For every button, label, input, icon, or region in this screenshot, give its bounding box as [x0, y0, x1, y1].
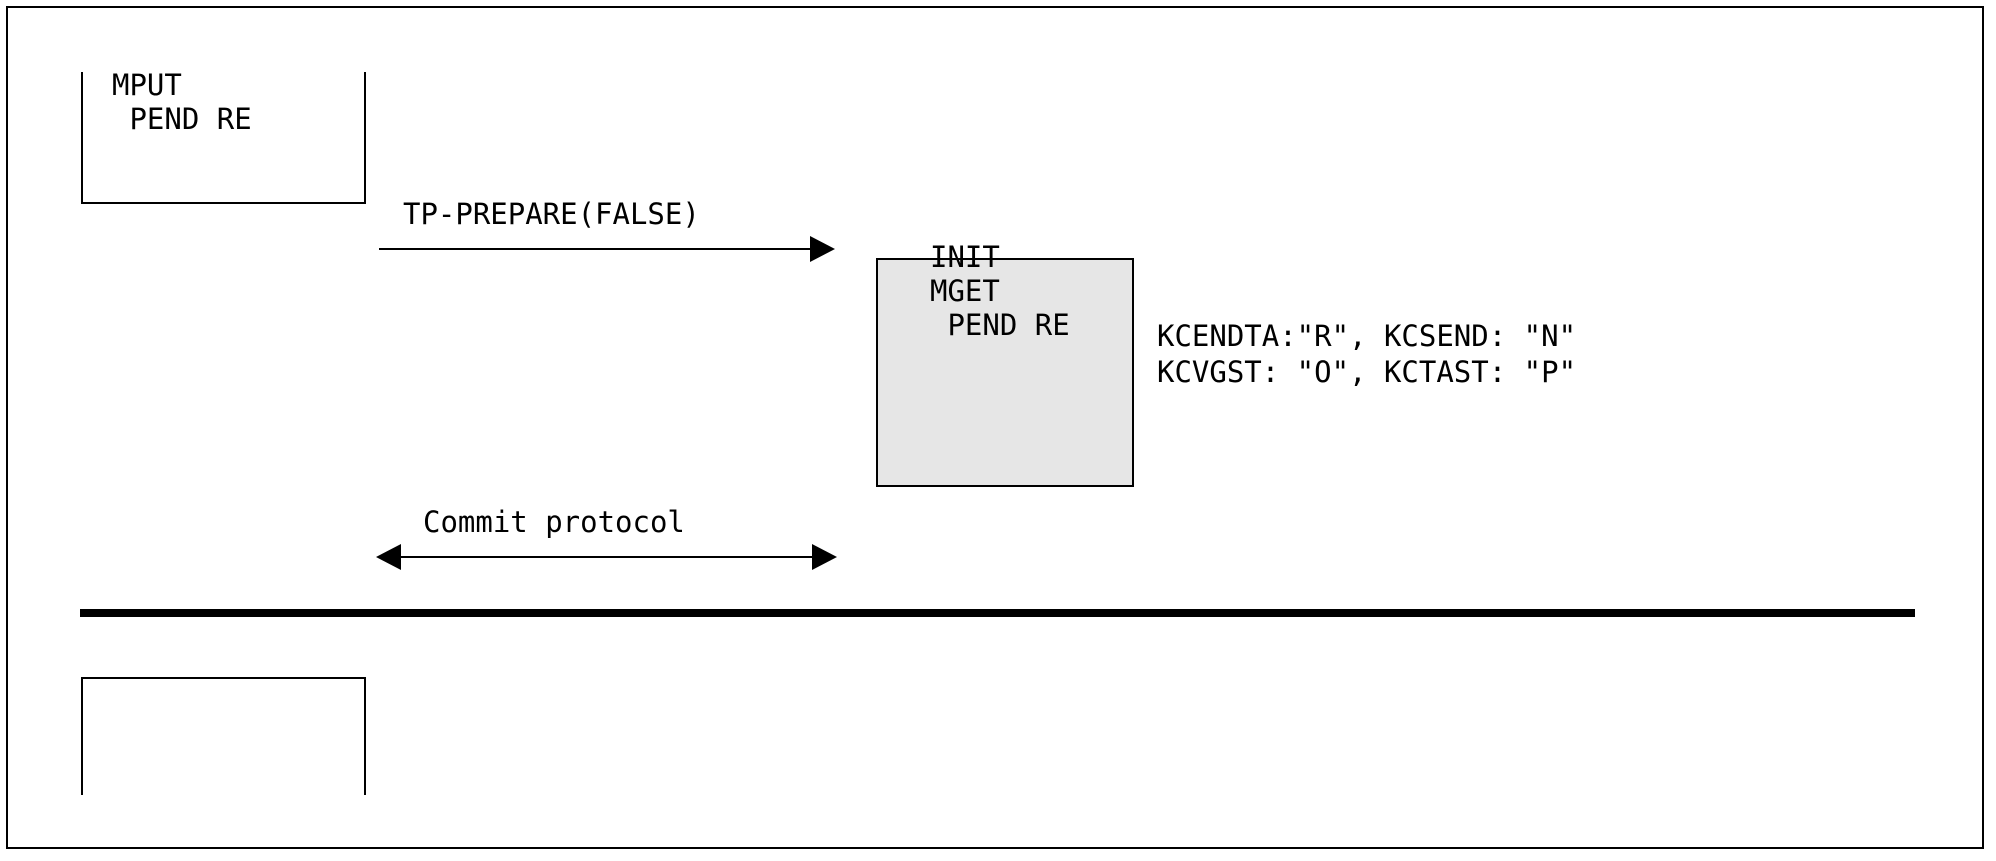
top-actor-box-label: MPUT PEND RE: [112, 68, 252, 136]
separator-rule: [80, 609, 1915, 617]
arrowhead-right-icon: [810, 236, 835, 262]
commit-protocol-arrow-label: Commit protocol: [423, 505, 685, 539]
diagram-frame: [6, 6, 1984, 849]
status-text-line-1: KCENDTA:"R", KCSEND: "N": [1157, 319, 1577, 353]
state-box: [876, 258, 1134, 487]
status-text-line-2: KCVGST: "O", KCTAST: "P": [1157, 355, 1577, 389]
state-box-label: INIT MGET PEND RE: [930, 240, 1070, 342]
arrowhead-right-icon: [812, 544, 837, 570]
bottom-actor-box: [81, 677, 366, 795]
commit-protocol-arrow-line: [398, 556, 818, 558]
top-actor-box: [81, 72, 366, 204]
tp-prepare-arrow-line: [379, 248, 814, 250]
tp-prepare-arrow-label: TP-PREPARE(FALSE): [403, 197, 700, 231]
status-text-block: KCENDTA:"R", KCSEND: "N"KCVGST: "O", KCT…: [1157, 318, 1576, 390]
arrowhead-left-icon: [376, 544, 401, 570]
